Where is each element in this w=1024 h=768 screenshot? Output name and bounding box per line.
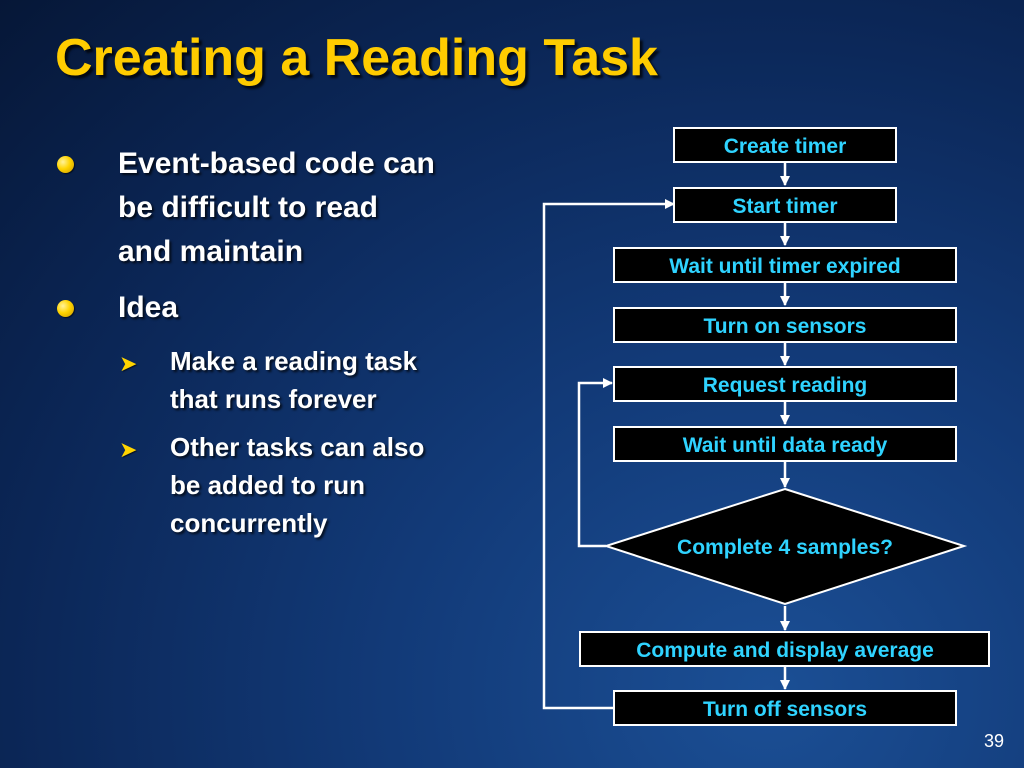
- bullet-text: Idea: [118, 291, 179, 324]
- slide-number: 39: [983, 731, 1004, 751]
- node-label-sensors-on: Turn on sensors: [704, 315, 867, 338]
- bullet-idea: Idea: [55, 286, 505, 330]
- round-bullet-icon: [57, 156, 74, 173]
- node-label-sensors-off: Turn off sensors: [703, 698, 867, 721]
- node-label-wait-timer: Wait until timer expired: [669, 255, 900, 278]
- bullet-event-based-code: Event-based code can be difficult to rea…: [55, 142, 505, 274]
- bullet-list: Event-based code can be difficult to rea…: [55, 142, 505, 552]
- node-label-complete-check: Complete 4 samples?: [677, 536, 893, 559]
- loop-connector-decision-to-request: [577, 378, 613, 548]
- bullet-text: Event-based code can: [118, 147, 435, 180]
- sub-bullet-other-tasks: ➤ Other tasks can also be added to run c…: [55, 428, 505, 542]
- loop-connector-sensors-off-to-start: [542, 199, 675, 710]
- round-bullet-icon: [57, 300, 74, 317]
- node-compute-average: Compute and display average: [579, 631, 990, 667]
- sub-bullet-text: concurrently: [170, 508, 328, 538]
- node-sensors-off: Turn off sensors: [613, 690, 957, 726]
- sub-bullet-text: Make a reading task: [170, 346, 418, 376]
- node-label-wait-data: Wait until data ready: [683, 434, 888, 457]
- node-label-start-timer: Start timer: [732, 195, 837, 218]
- node-complete-check: Complete 4 samples?: [602, 487, 968, 606]
- node-label-compute-average: Compute and display average: [636, 639, 934, 662]
- arrowhead-bullet-icon: ➤: [119, 351, 138, 376]
- node-request-reading: Request reading: [613, 366, 957, 402]
- node-wait-timer: Wait until timer expired: [613, 247, 957, 283]
- node-create-timer: Create timer: [673, 127, 897, 163]
- bullet-text: be difficult to read: [118, 191, 379, 224]
- slide-title: Creating a Reading Task: [55, 29, 658, 87]
- node-start-timer: Start timer: [673, 187, 897, 223]
- sub-bullet-text: be added to run: [170, 470, 365, 500]
- node-label-request-reading: Request reading: [703, 374, 868, 397]
- node-label-create-timer: Create timer: [724, 135, 847, 158]
- bullet-text: and maintain: [118, 235, 304, 268]
- node-sensors-on: Turn on sensors: [613, 307, 957, 343]
- arrowhead-bullet-icon: ➤: [119, 437, 138, 462]
- sub-bullet-text: Other tasks can also: [170, 432, 425, 462]
- sub-bullet-reading-task: ➤ Make a reading task that runs forever: [55, 342, 505, 418]
- sub-bullet-text: that runs forever: [170, 384, 377, 414]
- node-wait-data: Wait until data ready: [613, 426, 957, 462]
